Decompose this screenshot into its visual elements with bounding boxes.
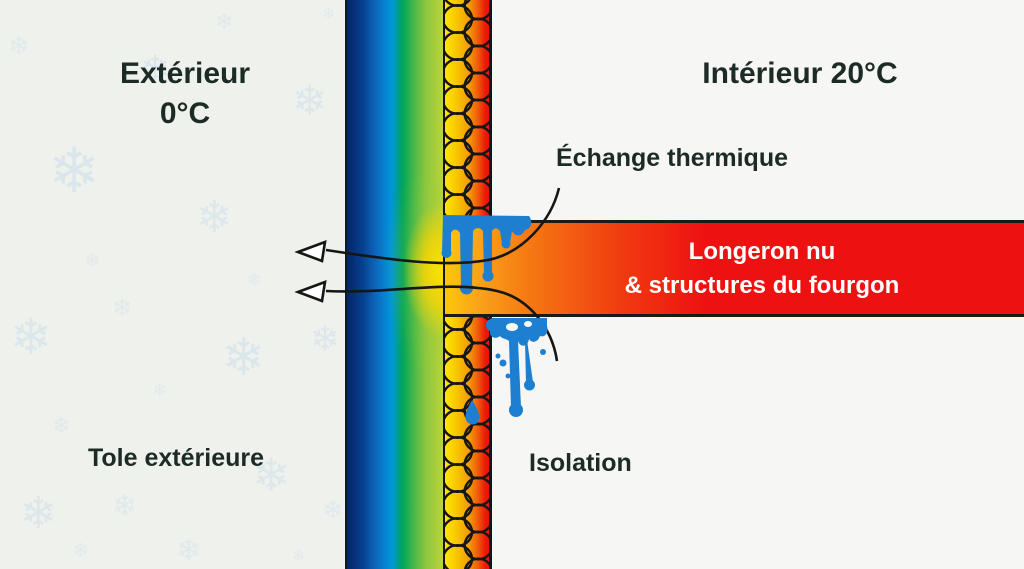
longeron-label-line1: Longeron nu	[688, 237, 836, 265]
snowflake-icon	[112, 296, 132, 320]
snowflake-icon	[48, 140, 100, 202]
snowflake-icon	[310, 322, 340, 358]
exterior-temp: 0°C	[159, 97, 211, 130]
longeron-bar: Longeron nu & structures du fourgon	[445, 220, 1024, 317]
exterior-label: Extérieur 0°C	[60, 54, 310, 134]
snowflake-icon	[176, 536, 201, 566]
snowflake-icon	[322, 498, 344, 524]
snowflake-icon	[10, 312, 52, 362]
snowflake-icon	[322, 6, 335, 22]
snowflake-icon	[196, 196, 233, 240]
paint-drip-bottom	[486, 318, 548, 417]
exchange-label: Échange thermique	[556, 144, 788, 172]
snowflake-icon	[215, 12, 233, 34]
snowflake-icon	[84, 250, 101, 270]
snowflake-icon	[52, 416, 70, 438]
metal-sheet-thermal-gradient	[345, 0, 443, 569]
exterior-zone	[0, 0, 345, 569]
longeron-label-line2: & structures du fourgon	[624, 271, 900, 299]
snowflake-icon	[20, 492, 57, 536]
sheet-label: Tole extérieure	[88, 444, 265, 472]
snowflake-icon	[72, 540, 89, 560]
snowflake-icon	[8, 34, 30, 60]
snowflake-icon	[152, 382, 167, 400]
interior-label: Intérieur 20°C	[702, 57, 898, 90]
snowflake-icon	[247, 272, 262, 290]
snowflake-icon	[292, 548, 305, 564]
snowflake-icon	[112, 492, 137, 522]
exterior-label-line1: Extérieur	[119, 57, 251, 90]
longeron-label: Longeron nu & structures du fourgon	[570, 235, 900, 303]
snowflake-icon	[222, 332, 266, 384]
insulation-label: Isolation	[529, 449, 632, 477]
